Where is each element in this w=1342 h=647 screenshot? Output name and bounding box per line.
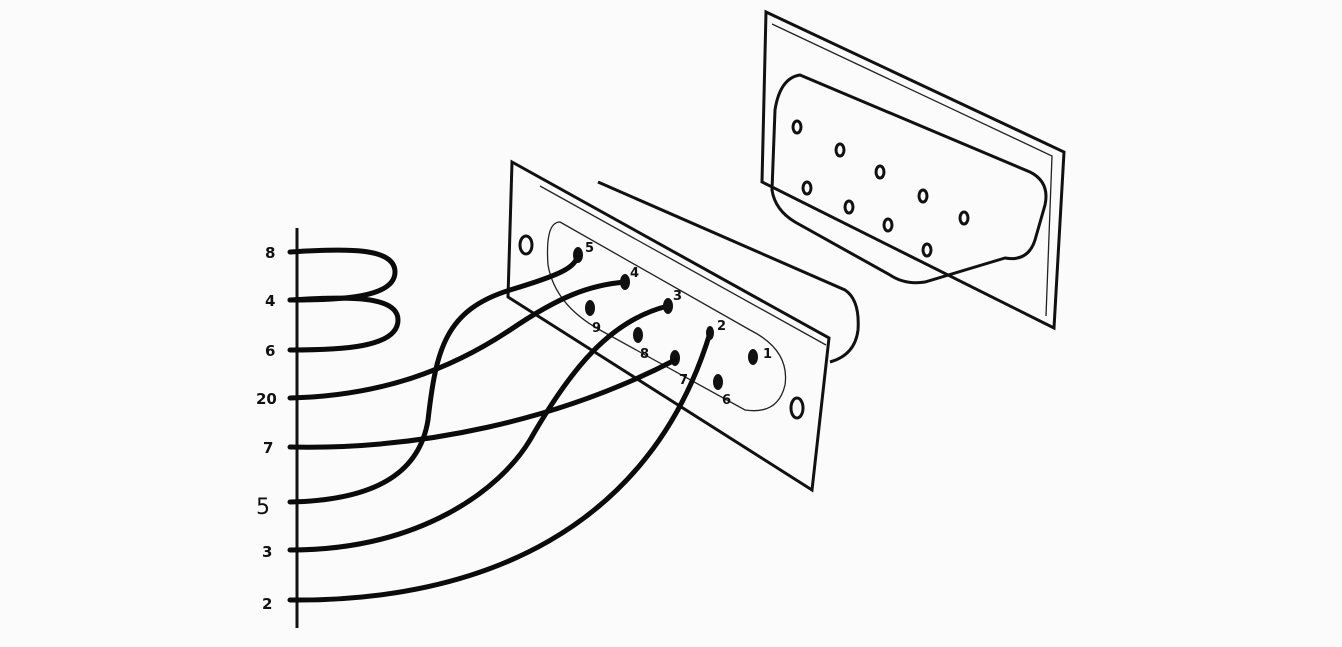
front-plate: [506, 159, 831, 493]
svg-text:9: 9: [592, 321, 601, 336]
svg-text:5: 5: [585, 241, 594, 256]
front-connector: 1 2 3 4 5 6 7 8 9: [506, 159, 860, 493]
svg-text:8: 8: [640, 347, 649, 362]
svg-text:5: 5: [256, 495, 270, 520]
svg-text:3: 3: [673, 289, 682, 304]
pin-face-outline: [546, 221, 787, 412]
svg-text:3: 3: [262, 543, 272, 561]
mount-hole-left-icon: [518, 234, 534, 256]
wires: [287, 247, 713, 603]
rear-shell: [770, 73, 1048, 285]
svg-text:6: 6: [722, 393, 731, 408]
wire-loop-8-4: [287, 247, 398, 303]
svg-text:4: 4: [265, 292, 275, 310]
svg-text:4: 4: [630, 266, 639, 281]
wire-loop-4-6: [287, 295, 401, 353]
svg-text:8: 8: [265, 244, 275, 262]
front-pins: [585, 300, 758, 390]
wire-5-to-pin5: [287, 252, 581, 505]
svg-text:2: 2: [262, 595, 272, 613]
rear-connector: [760, 9, 1066, 331]
svg-text:20: 20: [256, 390, 277, 408]
svg-text:2: 2: [717, 319, 726, 334]
svg-text:7: 7: [679, 373, 688, 388]
svg-text:7: 7: [263, 439, 273, 457]
wire-ends: [573, 247, 714, 340]
wire-3-to-pin3: [287, 303, 671, 553]
svg-text:1: 1: [763, 347, 772, 362]
svg-text:6: 6: [265, 342, 275, 360]
wire-20-to-pin4: [287, 279, 628, 401]
wire-7-to-pin7: [287, 357, 678, 450]
terminal-labels: 8 4 6 20 7 5 3 2: [256, 244, 277, 613]
mount-hole-right-icon: [789, 396, 805, 420]
front-shell: [597, 180, 860, 364]
wire-2-to-pin2: [287, 330, 713, 603]
rear-pins: [791, 119, 970, 258]
pin-labels: 1 2 3 4 5 6 7 8 9: [585, 241, 772, 408]
rear-plate: [760, 9, 1066, 331]
